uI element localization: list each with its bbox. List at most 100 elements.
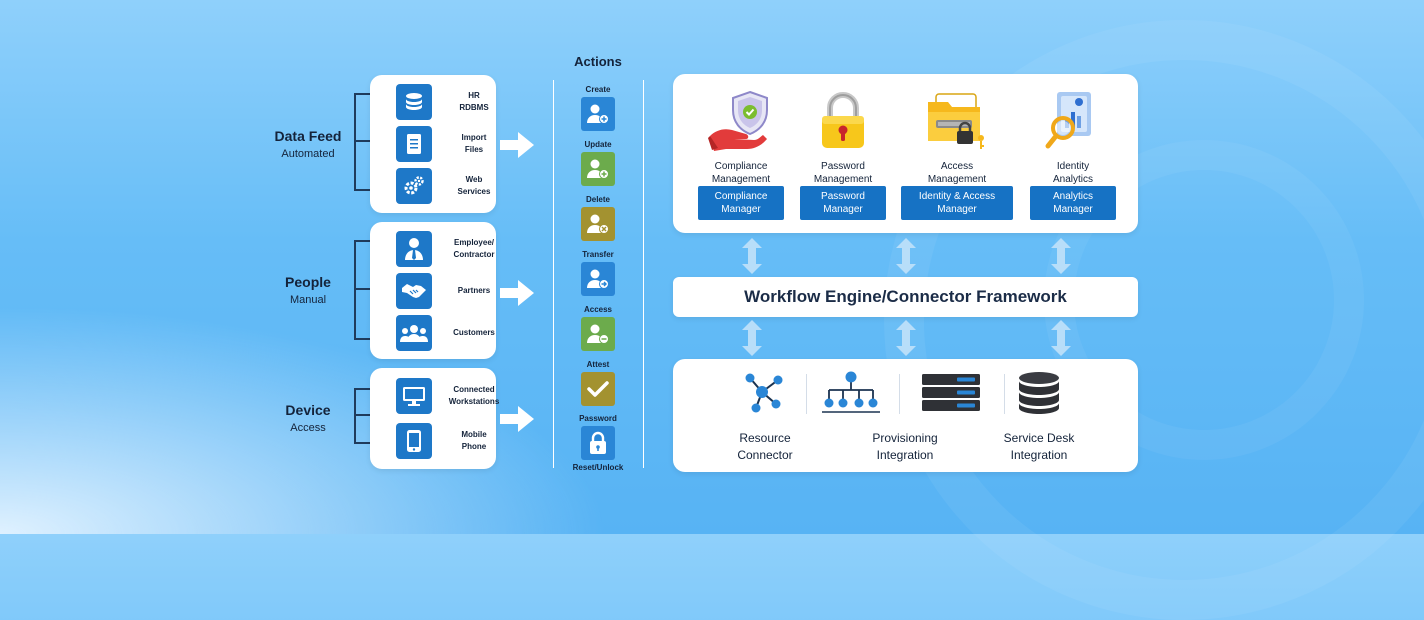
group-subtitle: Manual [289,294,327,306]
source-card-device: Connected Workstations Mobile Phone [370,368,499,469]
group-subtitle: Automated [281,148,335,160]
source-item[interactable]: HR RDBMS [396,84,496,120]
source-item[interactable]: Connected Workstations [396,378,499,414]
identity-access-manager-button[interactable]: Identity & Access Manager [901,186,1013,220]
module-label: Identity Analytics [1052,161,1093,185]
action-attest[interactable]: Attest [572,359,624,406]
integration-resource-connector: Resource Connector [700,370,830,465]
source-item[interactable]: Mobile Phone [396,423,496,459]
double-arrow-icon [1051,320,1071,356]
module-label: Access Management [927,161,987,185]
source-item-label: Connected Workstations [448,385,500,406]
source-item-label: Web Services [457,175,491,196]
source-item[interactable]: Import Files [396,126,496,162]
double-arrow-icon [742,320,762,356]
bracket [354,93,370,191]
source-item-label: Import Files [461,133,487,154]
integration-server-art [886,370,1016,416]
action-access[interactable]: Access [572,304,624,351]
source-card-people: Employee/ Contractor Partners Customers [370,222,496,359]
customers-icon [396,315,432,351]
bracket-tick [354,140,370,142]
user-add-icon [581,97,615,131]
user-transfer-icon [581,262,615,296]
check-icon [581,372,615,406]
integration-service-desk: Service Desk Integration [974,370,1104,465]
group-title: Data Feed [274,128,342,144]
module-label: Password Management [813,161,873,185]
separator [1004,374,1005,414]
analytics-manager-button[interactable]: Analytics Manager [1030,186,1116,220]
user-access-icon [581,317,615,351]
hierarchy-icon [786,370,916,416]
source-item[interactable]: Employee/ Contractor [396,231,496,267]
user-update-icon [581,152,615,186]
monitor-icon [396,378,432,414]
action-transfer[interactable]: Transfer [572,249,624,296]
arrow-right-icon [500,280,534,306]
action-label: Attest [586,360,610,369]
group-label-device: Device Access [253,402,363,434]
group-label-people: People Manual [253,274,363,306]
action-create[interactable]: Create [572,84,624,131]
workflow-engine-bar: Workflow Engine/Connector Framework [673,277,1138,317]
source-item[interactable]: Partners [396,273,496,309]
folder-lock-icon [892,84,1022,152]
divider [643,80,644,468]
arrow-right-icon [500,132,534,158]
source-item-label: HR RDBMS [459,91,489,112]
phone-icon [396,423,432,459]
compliance-shield-icon [676,84,806,152]
integration-label: Provisioning Integration [872,431,938,463]
source-item-label: Partners [457,286,491,295]
source-item[interactable]: Customers [396,315,496,351]
padlock-icon [778,84,908,152]
source-card-data-feed: HR RDBMS Import Files Web Services [370,75,496,213]
user-delete-icon [581,207,615,241]
bracket-tick [354,414,370,416]
group-label-data-feed: Data Feed Automated [253,128,363,160]
group-title: People [285,274,331,290]
action-label: Create [585,85,611,94]
handshake-icon [396,273,432,309]
action-password-reset[interactable]: Password Reset/Unlock [572,413,624,472]
double-arrow-icon [896,238,916,274]
document-icon [396,126,432,162]
network-nodes-icon [700,370,830,416]
action-update[interactable]: Update [572,139,624,186]
integration-label: Resource Connector [737,431,793,463]
module-access: Access Management Identity & Access Mana… [892,84,1022,220]
double-arrow-icon [1051,238,1071,274]
arrow-right-icon [500,406,534,432]
separator [806,374,807,414]
action-label: Delete [585,195,610,204]
action-label: Update [584,140,612,149]
action-sublabel: Reset/Unlock [572,463,624,472]
gears-icon [396,168,432,204]
action-label: Access [583,305,613,314]
employee-icon [396,231,432,267]
bracket-tick [354,288,370,290]
database-icon [396,84,432,120]
group-title: Device [285,402,331,418]
module-label: Compliance Management [711,161,771,185]
analytics-magnifier-icon [1008,84,1138,152]
bracket [354,240,370,340]
database-stack-icon [974,370,1104,416]
action-delete[interactable]: Delete [572,194,624,241]
source-item-label: Mobile Phone [461,430,487,451]
source-item[interactable]: Web Services [396,168,496,204]
module-compliance: Compliance Management Compliance Manager [676,84,806,220]
lock-icon [581,426,615,460]
divider [553,80,554,468]
integration-label: Service Desk Integration [1003,431,1075,463]
source-item-label: Employee/ Contractor [453,238,495,259]
module-password: Password Management Password Manager [778,84,908,220]
double-arrow-icon [742,238,762,274]
integration-hierarchy-art [786,370,916,416]
action-label: Password [579,414,617,423]
double-arrow-icon [896,320,916,356]
password-manager-button[interactable]: Password Manager [800,186,886,220]
bracket [354,388,370,444]
compliance-manager-button[interactable]: Compliance Manager [698,186,784,220]
